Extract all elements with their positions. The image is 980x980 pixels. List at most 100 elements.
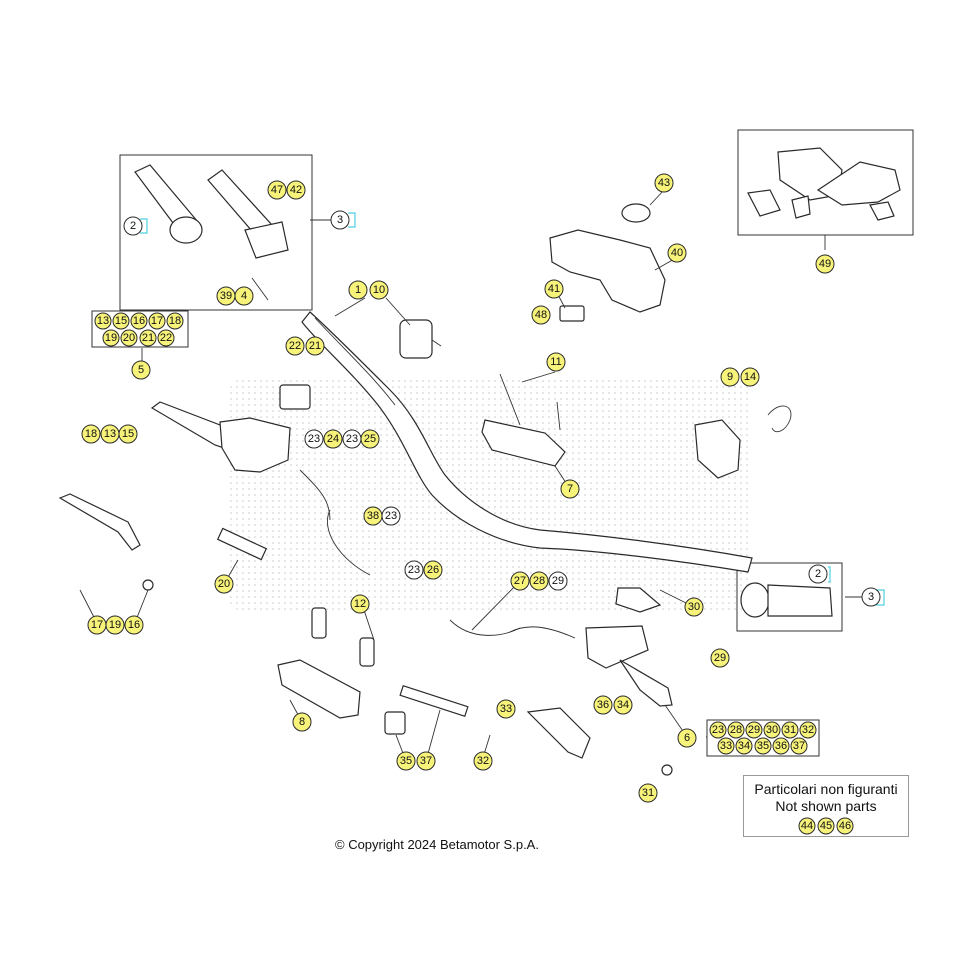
callout-3-left: 3 bbox=[330, 210, 350, 230]
callout-11: 11 bbox=[546, 352, 566, 372]
g5-15: 15 bbox=[112, 312, 130, 330]
left-lever-assembly bbox=[58, 401, 291, 551]
svg-text:20: 20 bbox=[218, 578, 230, 590]
svg-text:2: 2 bbox=[815, 568, 821, 580]
svg-text:39: 39 bbox=[220, 290, 232, 302]
svg-text:43: 43 bbox=[658, 177, 670, 189]
callout-22: 22 bbox=[285, 336, 305, 356]
svg-text:42: 42 bbox=[290, 184, 302, 196]
svg-text:18: 18 bbox=[85, 428, 97, 440]
g6-30: 30 bbox=[763, 721, 781, 739]
svg-text:5: 5 bbox=[138, 364, 144, 376]
callout-14: 14 bbox=[740, 367, 760, 387]
svg-text:21: 21 bbox=[309, 340, 321, 352]
callout-24: 24 bbox=[323, 429, 343, 449]
svg-text:6: 6 bbox=[684, 732, 690, 744]
callout-23b: 23 bbox=[342, 429, 362, 449]
callout-48: 48 bbox=[531, 305, 551, 325]
svg-text:29: 29 bbox=[552, 575, 564, 587]
callout-2-right: 2 bbox=[808, 564, 828, 584]
callout-43: 43 bbox=[654, 173, 674, 193]
svg-text:13: 13 bbox=[97, 315, 109, 327]
svg-text:31: 31 bbox=[784, 724, 796, 736]
callout-49: 49 bbox=[815, 254, 835, 274]
cables bbox=[299, 469, 576, 639]
callout-42: 42 bbox=[286, 180, 306, 200]
callout-27: 27 bbox=[510, 571, 530, 591]
callout-39: 39 bbox=[216, 286, 236, 306]
g5-22: 22 bbox=[157, 329, 175, 347]
bar-pad bbox=[549, 203, 666, 322]
svg-text:28: 28 bbox=[533, 575, 545, 587]
callout-12: 12 bbox=[350, 594, 370, 614]
callout-40: 40 bbox=[667, 243, 687, 263]
g5-21: 21 bbox=[139, 329, 157, 347]
callout-6: 6 bbox=[677, 728, 697, 748]
callout-5: 5 bbox=[131, 360, 151, 380]
svg-text:30: 30 bbox=[766, 724, 778, 736]
g6-29: 29 bbox=[745, 721, 763, 739]
callout-23d: 23 bbox=[404, 560, 424, 580]
svg-text:32: 32 bbox=[802, 724, 814, 736]
right-grip-group-frame bbox=[736, 562, 843, 632]
svg-text:44: 44 bbox=[801, 820, 813, 832]
svg-text:4: 4 bbox=[241, 290, 247, 302]
right-lever-assembly bbox=[526, 587, 673, 759]
svg-text:34: 34 bbox=[617, 699, 629, 711]
group-box-5: 13 15 16 17 18 19 20 21 22 bbox=[91, 310, 189, 348]
svg-text:46: 46 bbox=[839, 820, 851, 832]
svg-text:38: 38 bbox=[367, 510, 379, 522]
callout-7: 7 bbox=[560, 479, 580, 499]
svg-text:23: 23 bbox=[712, 724, 724, 736]
callout-20: 20 bbox=[214, 574, 234, 594]
not-shown-title-en: Not shown parts bbox=[775, 798, 877, 814]
callout-15: 15 bbox=[118, 424, 138, 444]
svg-text:40: 40 bbox=[671, 247, 683, 259]
svg-text:21: 21 bbox=[142, 332, 154, 344]
svg-text:24: 24 bbox=[327, 433, 339, 445]
svg-text:20: 20 bbox=[123, 332, 135, 344]
svg-text:36: 36 bbox=[775, 740, 787, 752]
callout-29a: 29 bbox=[548, 571, 568, 591]
not-shown-title-it: Particolari non figuranti bbox=[754, 781, 898, 797]
callout-34: 34 bbox=[613, 695, 633, 715]
callout-38: 38 bbox=[363, 506, 383, 526]
callout-16: 16 bbox=[124, 615, 144, 635]
callout-21: 21 bbox=[305, 336, 325, 356]
group-box-6: 23 28 29 30 31 32 33 34 35 36 37 bbox=[706, 719, 820, 757]
callout-3-right: 3 bbox=[861, 587, 881, 607]
callout-41: 41 bbox=[544, 279, 564, 299]
svg-text:16: 16 bbox=[133, 315, 145, 327]
svg-text:19: 19 bbox=[109, 619, 121, 631]
callout-23a: 23 bbox=[304, 429, 324, 449]
svg-text:34: 34 bbox=[738, 740, 750, 752]
svg-text:35: 35 bbox=[757, 740, 769, 752]
handguard-group-frame bbox=[737, 129, 914, 236]
svg-text:22: 22 bbox=[289, 340, 301, 352]
copyright-notice: © Copyright 2024 Betamotor S.p.A. bbox=[335, 837, 539, 852]
svg-text:37: 37 bbox=[420, 755, 432, 767]
callout-9: 9 bbox=[720, 367, 740, 387]
g5-17: 17 bbox=[148, 312, 166, 330]
svg-text:8: 8 bbox=[299, 716, 305, 728]
svg-text:41: 41 bbox=[548, 283, 560, 295]
svg-text:16: 16 bbox=[128, 619, 140, 631]
svg-text:29: 29 bbox=[714, 652, 726, 664]
callout-2-left: 2 bbox=[123, 216, 143, 236]
callout-1: 1 bbox=[348, 280, 368, 300]
svg-text:47: 47 bbox=[271, 184, 283, 196]
svg-text:36: 36 bbox=[597, 699, 609, 711]
svg-text:23: 23 bbox=[385, 510, 397, 522]
svg-text:22: 22 bbox=[160, 332, 172, 344]
callout-37: 37 bbox=[416, 751, 436, 771]
svg-text:33: 33 bbox=[720, 740, 732, 752]
left-grip-parts bbox=[134, 164, 289, 301]
svg-text:35: 35 bbox=[400, 755, 412, 767]
g6-31: 31 bbox=[781, 721, 799, 739]
callout-labels: 2 3 47 42 39 4 1 10 43 40 41 48 49 5 22 … bbox=[81, 173, 881, 803]
not-shown-parts-box: Particolari non figuranti Not shown part… bbox=[743, 775, 909, 837]
svg-text:15: 15 bbox=[122, 428, 134, 440]
g5-18: 18 bbox=[166, 312, 184, 330]
svg-text:23: 23 bbox=[346, 433, 358, 445]
grip-group-frame bbox=[119, 154, 313, 311]
